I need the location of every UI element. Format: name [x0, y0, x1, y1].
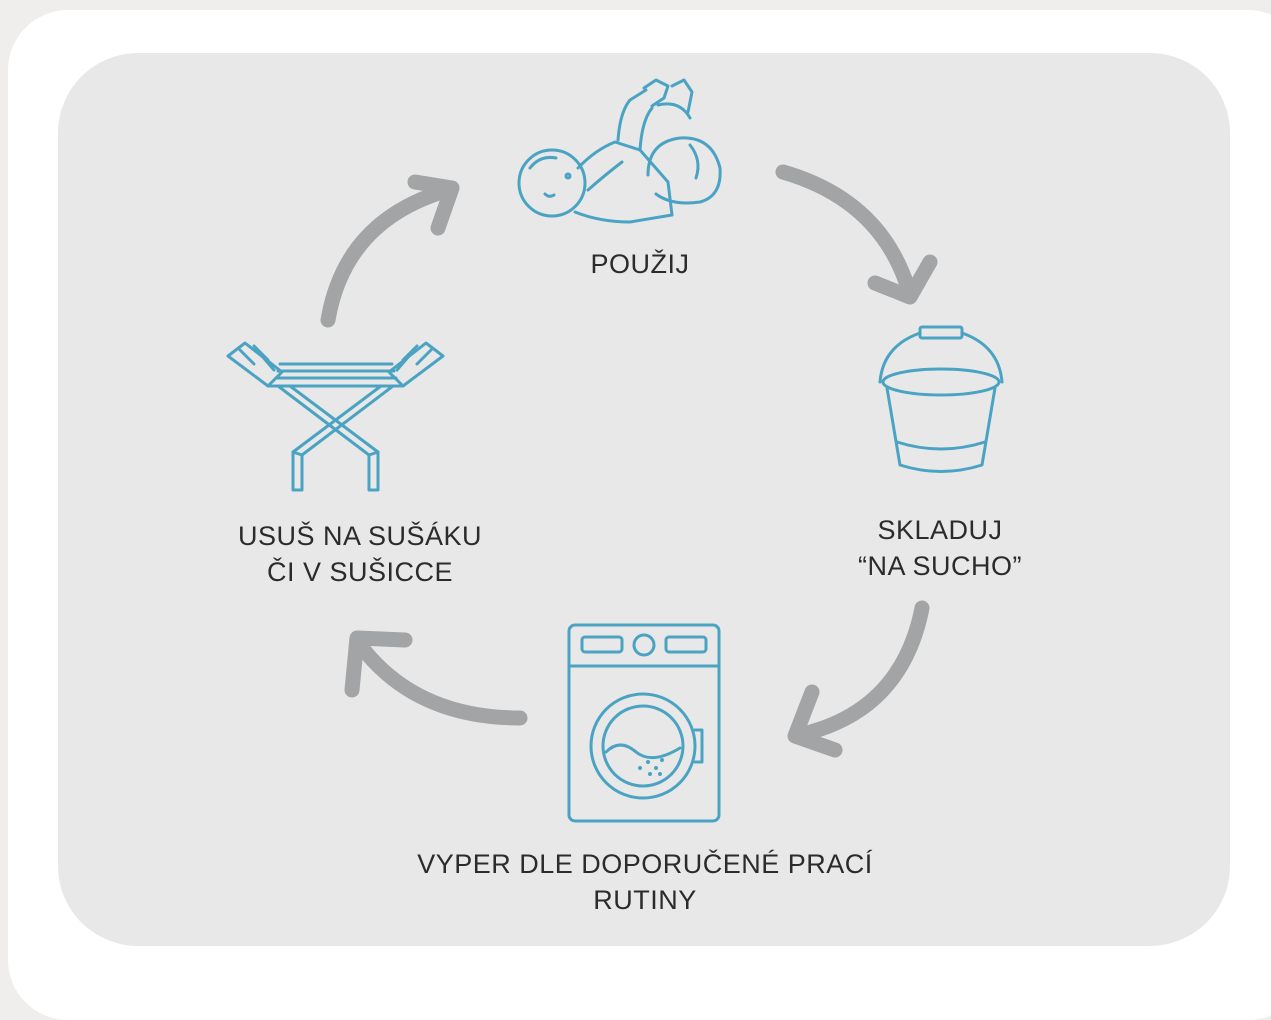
arrow-store-to-wash [787, 600, 930, 758]
washing-machine-icon [567, 623, 721, 823]
wash-label-line1: VYPER DLE DOPORUČENÉ PRACÍ [417, 849, 873, 879]
step-label-use: POUŽIJ [560, 246, 720, 282]
cycle-diagram [226, 78, 1004, 823]
dry-label-line2: ČI V SUŠICCE [266, 557, 454, 587]
drying-rack-icon [226, 341, 445, 492]
dry-label-line1: USUŠ NA SUŠÁKU [237, 521, 483, 551]
arrow-use-to-store [775, 164, 938, 305]
store-label-line2: “NA SUCHO” [857, 551, 1022, 581]
baby-icon [517, 78, 722, 224]
bucket-icon [878, 325, 1004, 473]
step-label-store: SKLADUJ “NA SUCHO” [830, 512, 1050, 584]
step-label-dry: USUŠ NA SUŠÁKU ČI V SUŠICCE [205, 518, 515, 590]
use-label: POUŽIJ [590, 249, 690, 279]
step-label-wash: VYPER DLE DOPORUČENÉ PRACÍ RUTINY [380, 846, 910, 918]
arrow-dry-to-use [320, 174, 460, 328]
wash-label-line2: RUTINY [593, 885, 697, 915]
store-label-line1: SKLADUJ [877, 515, 1003, 545]
arrow-wash-to-dry [344, 630, 528, 726]
